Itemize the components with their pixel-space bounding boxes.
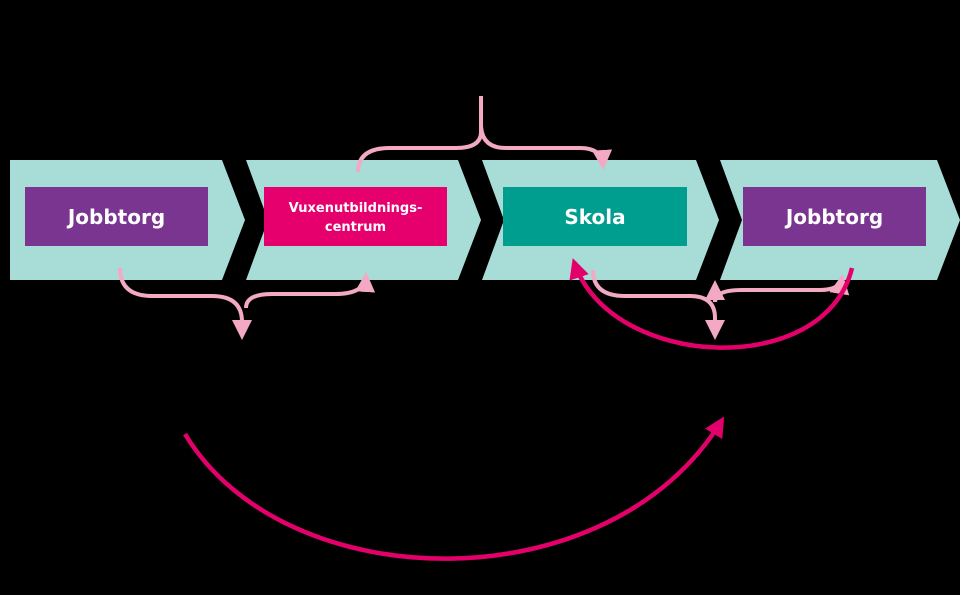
connector-jobbtorg-to-down (118, 267, 252, 340)
step-box-skola (503, 187, 687, 246)
connector-skola-down (591, 269, 725, 340)
long-arc (183, 416, 725, 561)
step-box-jobbtorg-1 (25, 187, 208, 246)
connector-to-jobbtorg-2 (713, 274, 850, 303)
step-label-jobbtorg-2: Jobbtorg (784, 205, 883, 229)
connector-to-skola (479, 123, 613, 170)
step-label-jobbtorg-1: Jobbtorg (66, 205, 165, 229)
step-label-skola: Skola (564, 205, 625, 229)
step-label-vux-line2: centrum (325, 220, 386, 235)
connector-top-entry (356, 96, 483, 173)
return-arc (569, 258, 855, 350)
step-label-vux-line1: Vuxenutbildnings- (289, 201, 423, 216)
step-box-jobbtorg-2 (743, 187, 926, 246)
step-box-vuxenutbildningscentrum (264, 187, 447, 246)
connector-branch-to-vux (244, 272, 376, 309)
